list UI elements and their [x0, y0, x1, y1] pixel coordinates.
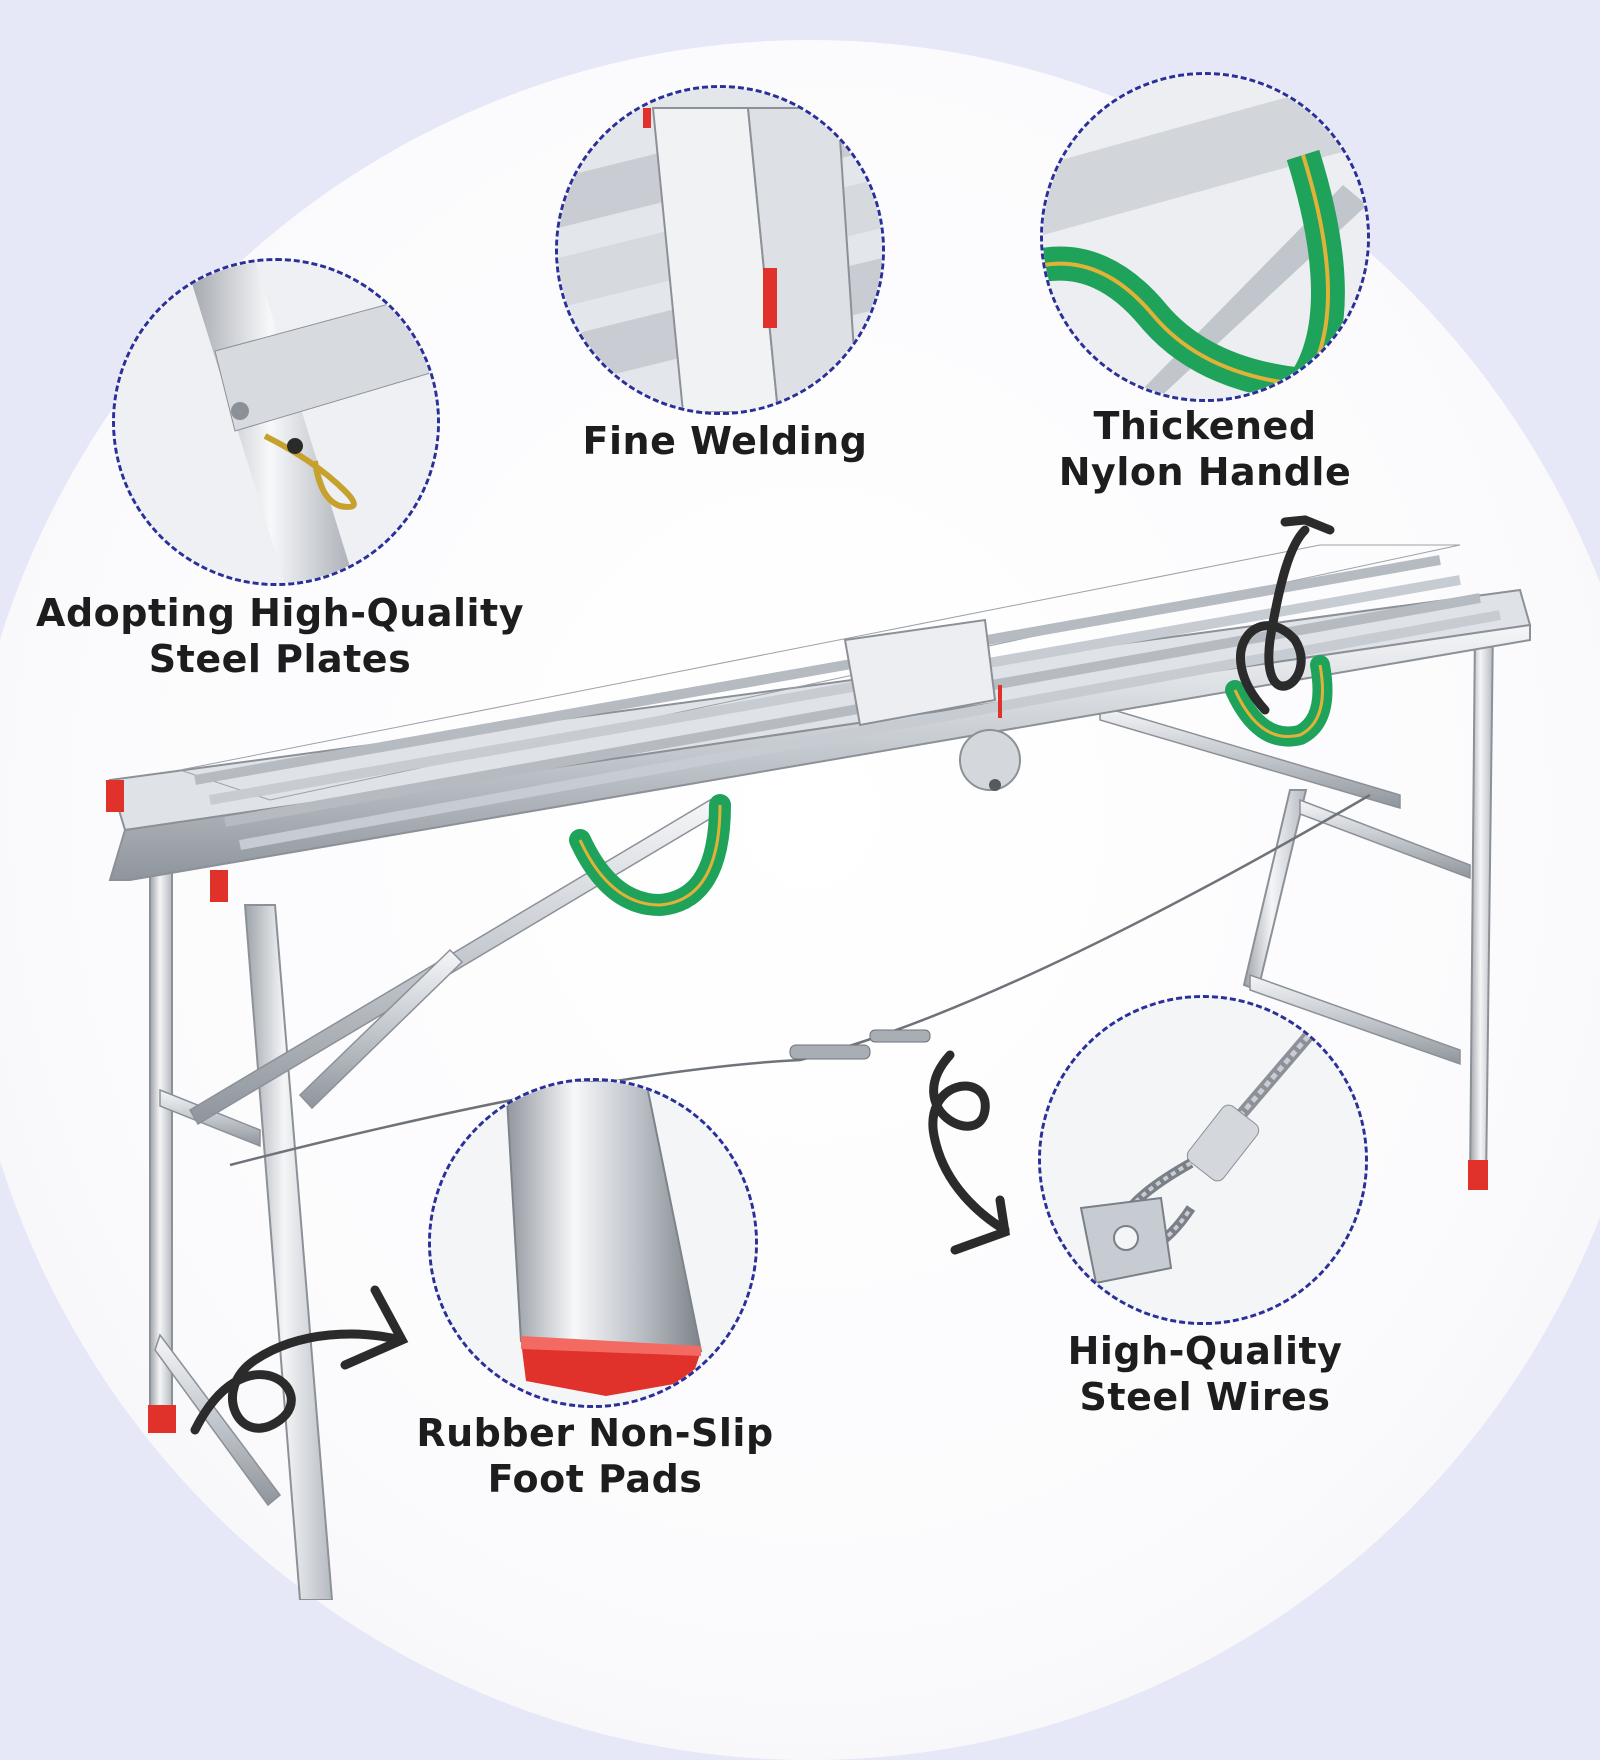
front-left-legs [148, 844, 334, 1600]
hinge [959, 729, 1021, 791]
folding-platform-illustration [106, 515, 1532, 1600]
steel-wires-line2: Steel Wires [1079, 1375, 1331, 1419]
x-brace [188, 798, 720, 1126]
deck-corner-cap [210, 870, 228, 902]
front-foot-pad [148, 1405, 176, 1433]
deck-corner-cap [106, 780, 124, 812]
deck [106, 544, 1532, 902]
callout-foot-pads-label: Rubber Non-Slip Foot Pads [400, 1410, 790, 1502]
welded-joint-with-pin-icon [115, 261, 437, 583]
squiggle-arrow-foot [190, 1285, 409, 1435]
callout-nylon-handle-circle [1040, 72, 1370, 402]
callout-steel-wires-circle [1038, 995, 1368, 1325]
squiggle-arrow-wire [928, 1050, 1011, 1255]
callout-steel-plates-circle [112, 258, 440, 586]
callout-steel-wires-label: High-Quality Steel Wires [1030, 1328, 1380, 1420]
callout-fine-welding-circle [555, 85, 885, 415]
rubber-foot-pad-icon [431, 1081, 755, 1405]
nylon-handle-line2: Nylon Handle [1058, 450, 1352, 494]
squiggle-arrow-handle [1236, 515, 1335, 715]
turnbuckle [789, 1029, 931, 1060]
weld-seam-icon [558, 88, 882, 412]
steel-plates-line1: Adopting High-Quality [36, 591, 524, 635]
nylon-handle-line1: Thickened [1093, 404, 1317, 448]
foot-pads-line2: Foot Pads [487, 1457, 703, 1501]
foot-pads-line1: Rubber Non-Slip [416, 1411, 774, 1455]
steel-plates-line2: Steel Plates [148, 637, 412, 681]
tension-wire [229, 793, 1371, 1167]
steel-wire-cable-icon [1041, 998, 1365, 1322]
rear-braces [1099, 704, 1471, 1066]
rear-foot-pad [1468, 1160, 1488, 1190]
callout-fine-welding-label: Fine Welding [560, 418, 890, 464]
fine-welding-line1: Fine Welding [582, 419, 868, 463]
callout-nylon-handle-label: Thickened Nylon Handle [1030, 403, 1380, 495]
steel-wires-line1: High-Quality [1067, 1329, 1343, 1373]
callout-steel-plates-label: Adopting High-Quality Steel Plates [30, 590, 530, 682]
nylon-strap-icon [1043, 75, 1367, 399]
callout-foot-pads-circle [428, 1078, 758, 1408]
